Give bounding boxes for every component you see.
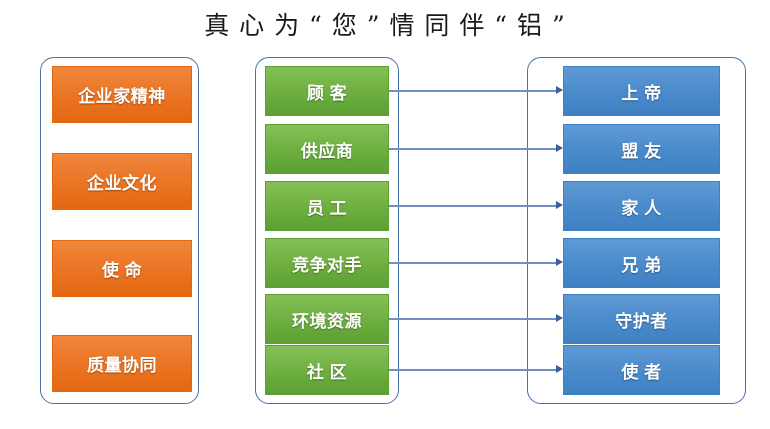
stakeholder-box-4[interactable]: 竞争对手 — [265, 238, 389, 288]
core-value-box-4[interactable]: 质量协同 — [52, 335, 192, 392]
core-value-box-3[interactable]: 使 命 — [52, 240, 192, 297]
stakeholder-box-5[interactable]: 环境资源 — [265, 294, 389, 344]
stakeholder-box-6[interactable]: 社 区 — [265, 345, 389, 395]
connector-arrow-3 — [556, 201, 563, 209]
relationships-panel-outline — [527, 57, 746, 404]
core-value-box-2[interactable]: 企业文化 — [52, 153, 192, 210]
page-title: 真 心 为 “ 您 ” 情 同 伴 “ 铝 ” — [204, 11, 566, 40]
relationship-box-6[interactable]: 使 者 — [563, 345, 720, 395]
relationship-box-4[interactable]: 兄 弟 — [563, 238, 720, 288]
stakeholder-box-2[interactable]: 供应商 — [265, 124, 389, 174]
connector-arrow-2 — [556, 144, 563, 152]
connector-line-6 — [389, 369, 556, 371]
relationship-box-2[interactable]: 盟 友 — [563, 124, 720, 174]
stakeholders-panel-outline — [255, 57, 399, 404]
connector-arrow-4 — [556, 258, 563, 266]
core-value-box-1[interactable]: 企业家精神 — [52, 66, 192, 123]
connector-line-4 — [389, 262, 556, 264]
core-values-panel-outline — [40, 57, 199, 404]
connector-arrow-6 — [556, 365, 563, 373]
stakeholder-box-1[interactable]: 顾 客 — [265, 66, 389, 116]
connector-arrow-5 — [556, 314, 563, 322]
connector-line-5 — [389, 318, 556, 320]
connector-line-1 — [389, 90, 556, 92]
relationship-box-3[interactable]: 家 人 — [563, 181, 720, 231]
relationship-box-1[interactable]: 上 帝 — [563, 66, 720, 116]
connector-arrow-1 — [556, 86, 563, 94]
connector-line-3 — [389, 205, 556, 207]
connector-line-2 — [389, 148, 556, 150]
relationship-box-5[interactable]: 守护者 — [563, 294, 720, 344]
stakeholder-box-3[interactable]: 员 工 — [265, 181, 389, 231]
